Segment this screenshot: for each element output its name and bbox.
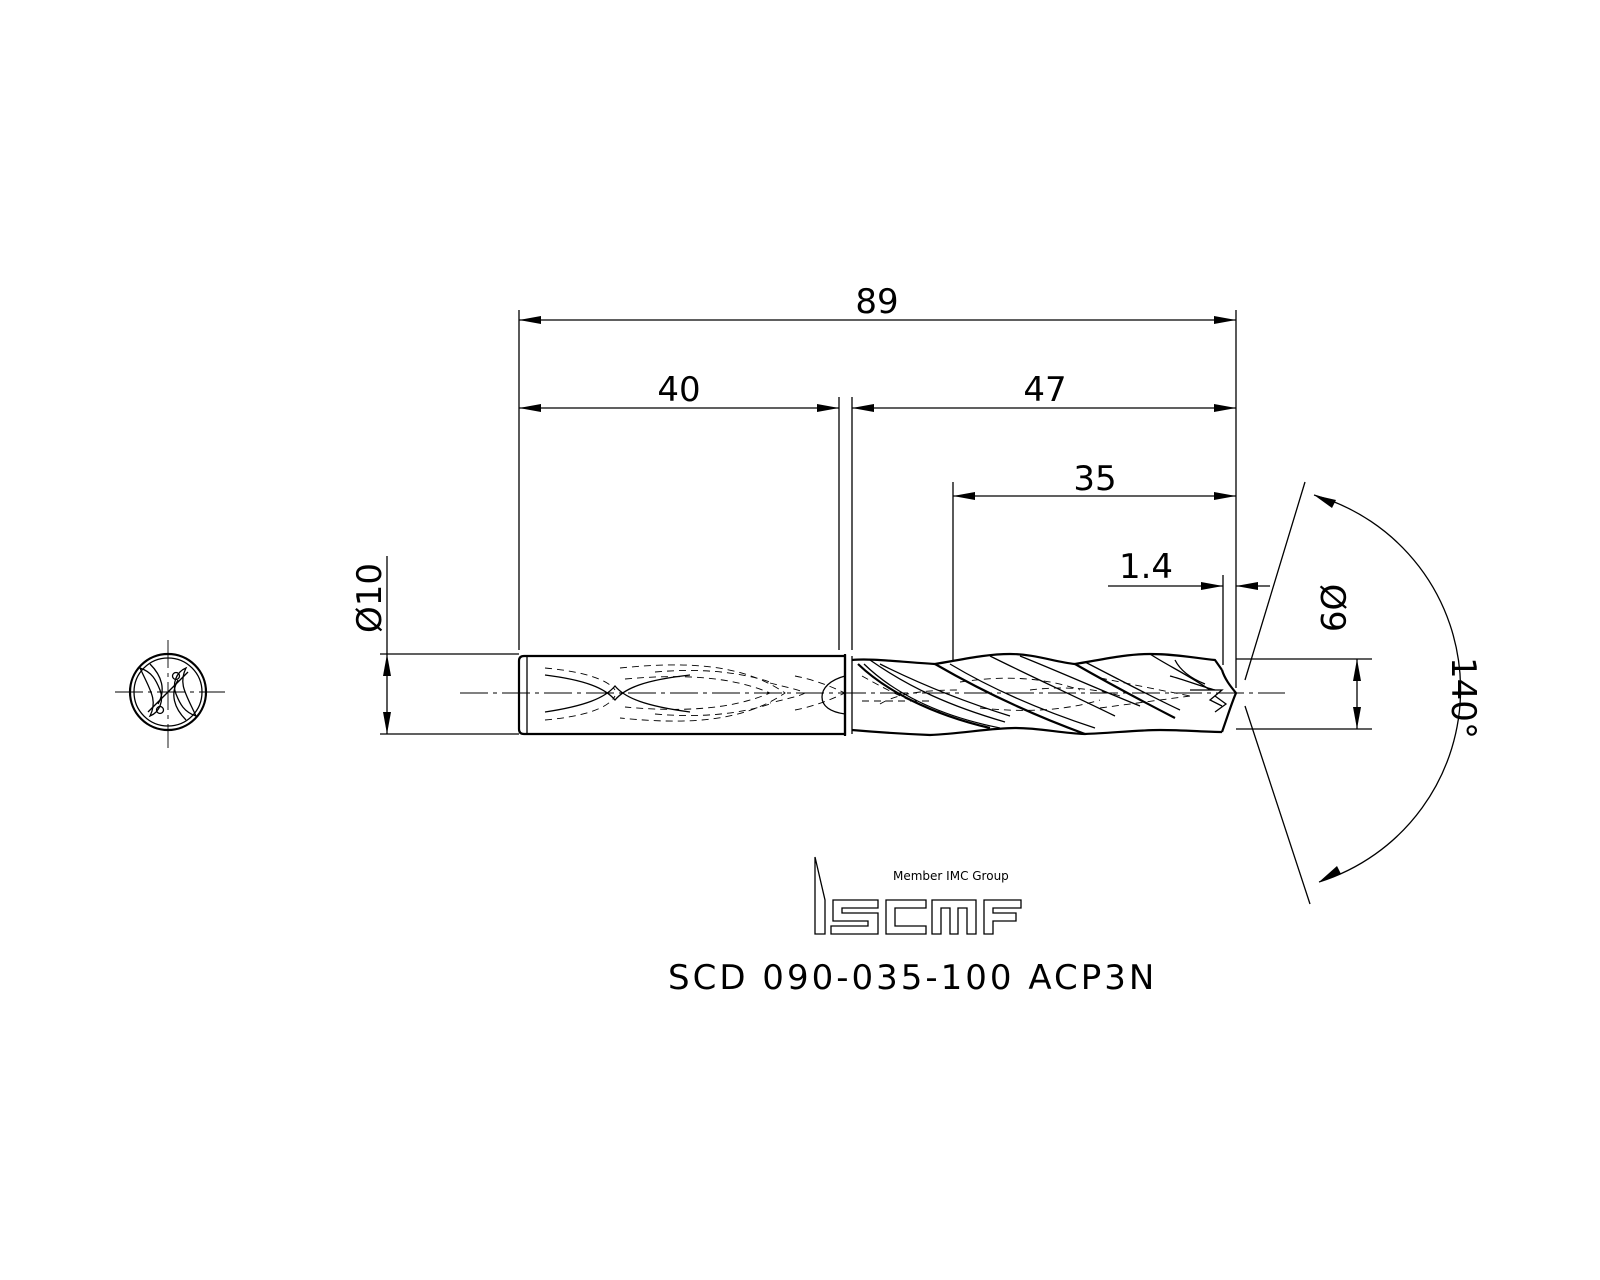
dim-overall-length-label: 89 xyxy=(855,282,898,322)
logo-tagline: Member IMC Group xyxy=(893,869,1009,883)
drill-body xyxy=(843,652,1238,737)
iscar-logo: Member IMC Group xyxy=(814,856,1022,935)
dim-shank-diameter: Ø10 xyxy=(350,556,519,735)
dim-drill-diameter: Ø9 xyxy=(1236,584,1372,730)
end-view xyxy=(115,640,225,748)
drill-shank xyxy=(517,654,847,736)
dim-body-length: 47 xyxy=(852,370,1236,412)
dim-flute-length-label: 35 xyxy=(1073,459,1116,499)
dim-tip-length-label: 1.4 xyxy=(1119,547,1173,587)
dim-tip-length: 1.4 xyxy=(1108,547,1270,590)
dim-shank-diameter-label: Ø10 xyxy=(350,563,390,633)
dim-drill-diameter-label: Ø9 xyxy=(1312,584,1352,632)
dim-point-angle-label: 140° xyxy=(1443,657,1483,739)
dim-body-length-label: 47 xyxy=(1023,370,1066,410)
dim-flute-length: 35 xyxy=(953,459,1236,500)
dimensions: 89 40 47 35 1.4 xyxy=(350,282,1483,905)
dim-overall-length: 89 xyxy=(519,282,1236,324)
drill-side-view xyxy=(460,652,1285,737)
dim-point-angle: 140° xyxy=(1244,481,1483,905)
dim-shank-length: 40 xyxy=(519,370,839,412)
part-number: SCD 090-035-100 ACP3N xyxy=(668,958,1157,998)
dim-shank-length-label: 40 xyxy=(657,370,700,410)
